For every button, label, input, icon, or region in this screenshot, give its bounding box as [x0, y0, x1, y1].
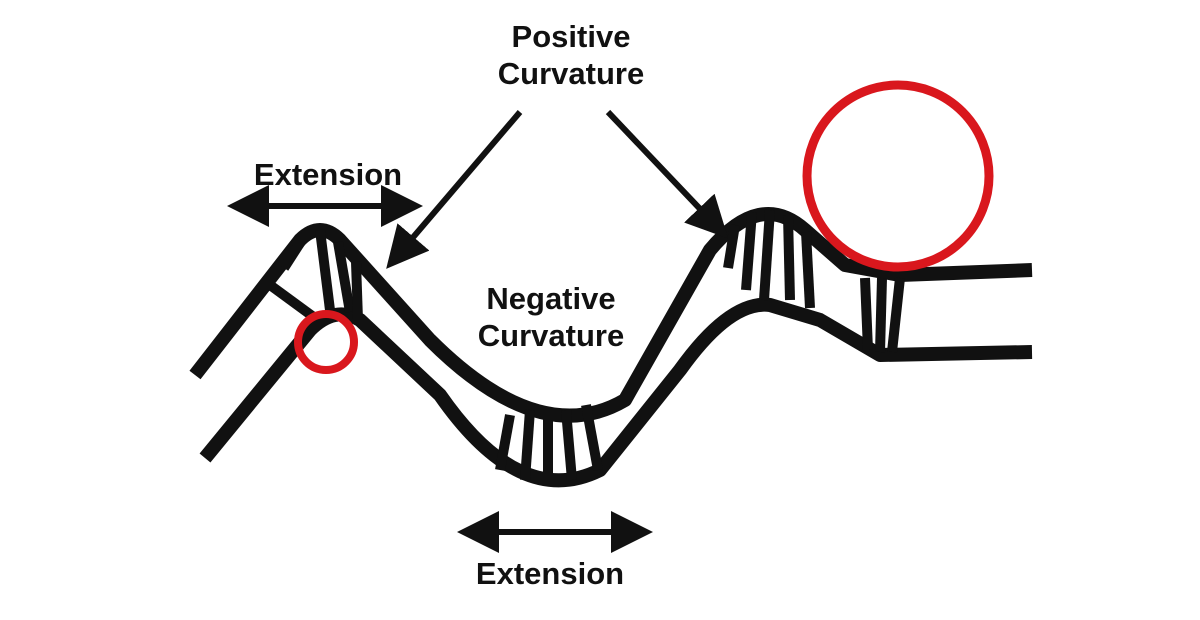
large-red-circle — [802, 80, 994, 272]
extension-label-top: Extension — [253, 157, 403, 192]
positive-curvature-label: Positive Curvature — [466, 18, 676, 92]
positive-curvature-arrow-left — [386, 110, 523, 269]
negative-curvature-label: Negative Curvature — [446, 280, 656, 354]
lipid-tails-left-peak — [267, 229, 363, 323]
small-red-circle — [294, 310, 358, 374]
positive-curvature-arrow-right — [605, 109, 729, 239]
lipid-tails-trough — [495, 404, 603, 485]
negative-curvature-line-1: Negative — [486, 281, 616, 316]
extension-label-bottom: Extension — [475, 556, 625, 591]
lipid-tails-flat-section — [860, 277, 905, 353]
negative-curvature-line-2: Curvature — [477, 318, 625, 353]
positive-curvature-line-2: Curvature — [497, 56, 645, 91]
positive-curvature-line-1: Positive — [511, 19, 631, 54]
lipid-tails-right-peak — [723, 209, 815, 309]
